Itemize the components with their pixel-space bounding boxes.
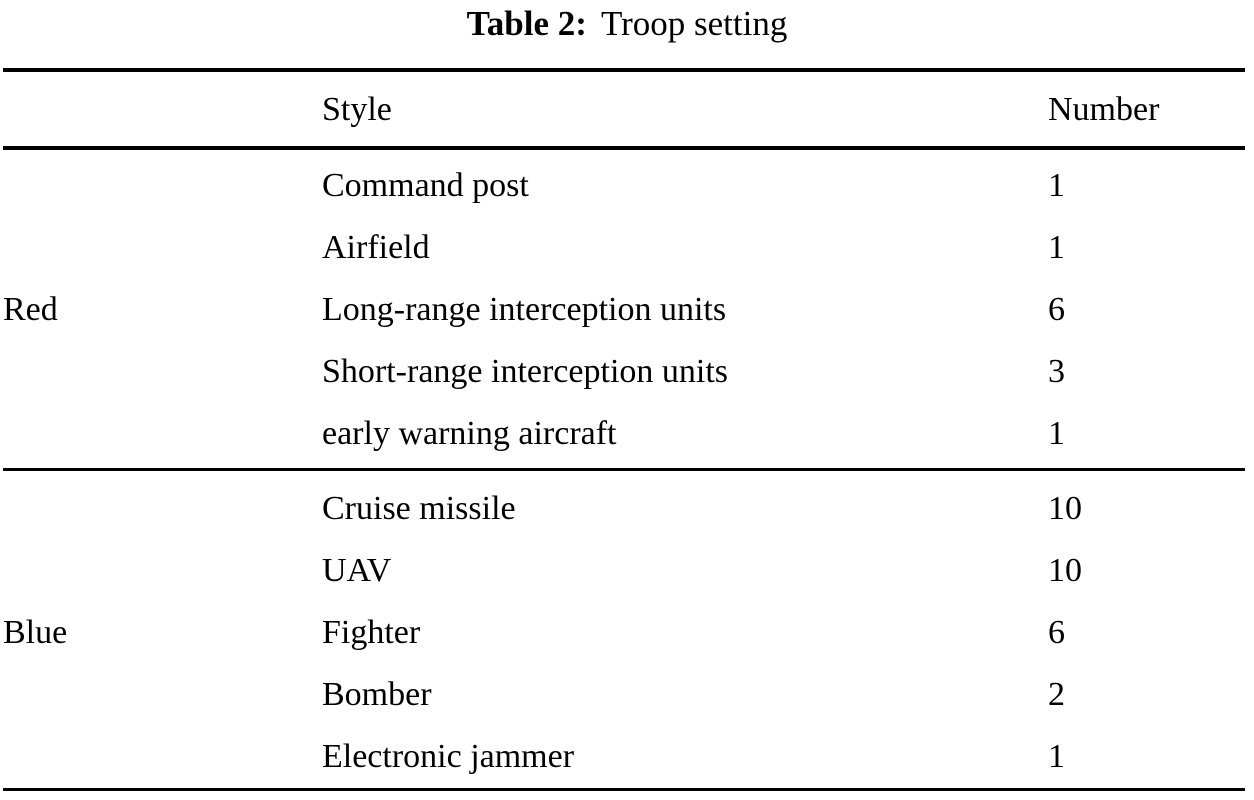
cell-number: 1 [1048, 415, 1065, 452]
cell-style: Long-range interception units [322, 291, 727, 328]
cell-number: 10 [1048, 552, 1082, 589]
cell-style: early warning aircraft [322, 415, 617, 452]
table-caption: Table 2: Troop setting [0, 0, 1254, 48]
cell-style: Fighter [322, 614, 421, 651]
cell-style: Cruise missile [322, 490, 516, 527]
caption-label: Table 2: [466, 4, 587, 43]
cell-number: 1 [1048, 229, 1065, 266]
cell-style: Bomber [322, 676, 432, 713]
table-header-rule [3, 146, 1245, 150]
column-header-number: Number [1048, 91, 1160, 128]
table-group-rule [3, 468, 1245, 471]
cell-style: Command post [322, 167, 529, 204]
cell-number: 2 [1048, 676, 1065, 713]
cell-number: 1 [1048, 738, 1065, 775]
column-header-style: Style [322, 91, 392, 128]
cell-style: Short-range interception units [322, 353, 729, 390]
cell-number: 10 [1048, 490, 1082, 527]
cell-style: Electronic jammer [322, 738, 575, 775]
cell-number: 3 [1048, 353, 1065, 390]
cell-number: 6 [1048, 291, 1065, 328]
cell-number: 6 [1048, 614, 1065, 651]
group-label-blue: Blue [3, 614, 68, 651]
group-label-red: Red [3, 291, 58, 328]
table-top-rule [3, 68, 1245, 72]
table-bottom-rule [3, 788, 1245, 791]
cell-number: 1 [1048, 167, 1065, 204]
cell-style: UAV [322, 552, 392, 589]
caption-text: Troop setting [600, 4, 788, 43]
cell-style: Airfield [322, 229, 430, 266]
